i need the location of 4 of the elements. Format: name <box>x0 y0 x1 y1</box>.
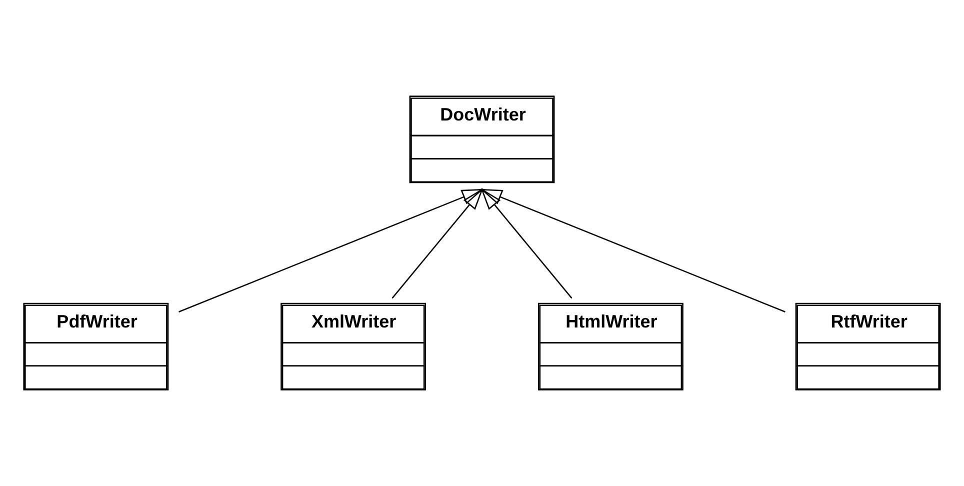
arrow <box>178 188 484 312</box>
arrow <box>480 188 786 312</box>
arrow <box>392 188 484 299</box>
arrow <box>480 188 572 299</box>
